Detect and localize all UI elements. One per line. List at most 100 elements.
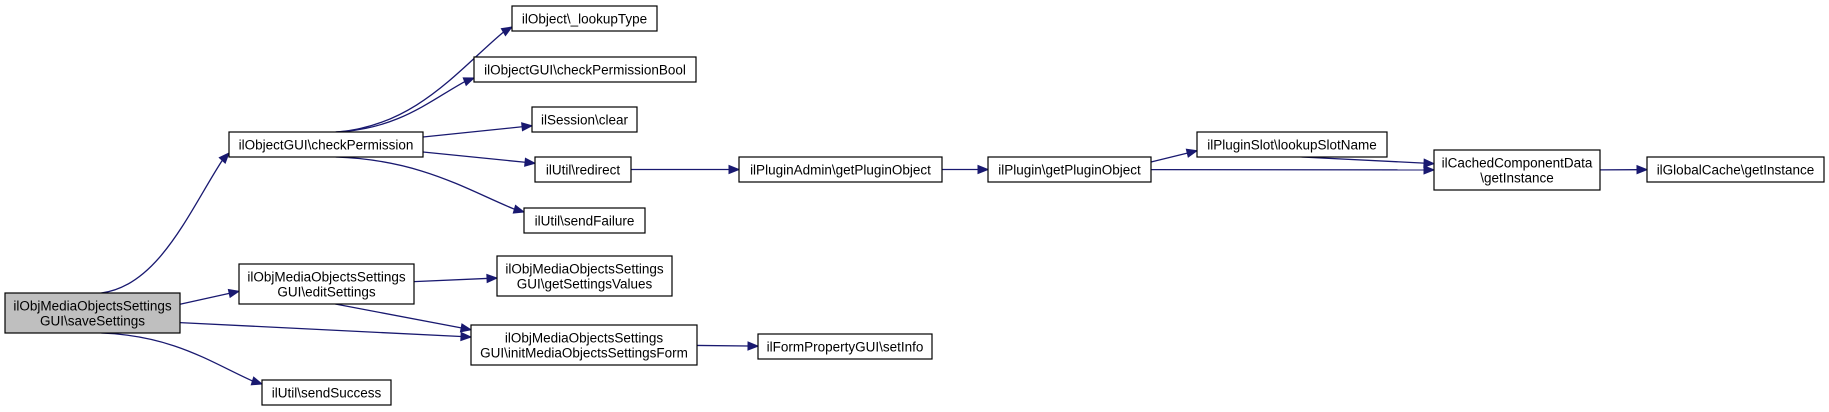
node-box[interactable] xyxy=(523,207,646,234)
arrow-head xyxy=(1636,164,1649,175)
edge-line xyxy=(1150,152,1188,163)
node-adminGetPluginObject[interactable]: ilPluginAdmin\getPluginObject xyxy=(738,156,943,183)
node-label: ilUtil\sendSuccess xyxy=(272,386,382,401)
node-label: ilObjMediaObjectsSettings xyxy=(505,262,664,277)
edge-saveSettings-to-initForm xyxy=(179,321,473,342)
edge-checkPermission-to-redirect xyxy=(422,151,537,167)
edge-editSettings-to-initForm xyxy=(335,303,473,333)
node-redirect[interactable]: ilUtil\redirect xyxy=(534,156,632,183)
edge-saveSettings-to-editSettings xyxy=(179,288,241,305)
node-lookupType[interactable]: ilObject\_lookupType xyxy=(511,5,658,32)
edge-checkPermission-to-sessionClear xyxy=(422,122,534,138)
edge-saveSettings-to-checkPermission xyxy=(101,152,230,294)
arrow-head xyxy=(521,122,534,132)
edge-adminGetPluginObject-to-pluginGetPluginObject xyxy=(942,164,990,175)
node-box[interactable] xyxy=(757,333,933,360)
edge-cachedGetInstance-to-globalCacheGetInstance xyxy=(1599,164,1649,175)
node-sendSuccess[interactable]: ilUtil\sendSuccess xyxy=(261,379,392,406)
node-label: ilObjectGUI\checkPermission xyxy=(239,138,414,153)
node-globalCacheGetInstance[interactable]: ilGlobalCache\getInstance xyxy=(1646,156,1825,183)
arrow-head xyxy=(728,164,741,175)
node-label: ilUtil\redirect xyxy=(546,163,621,178)
node-box[interactable] xyxy=(473,56,697,83)
node-saveSettings[interactable]: ilObjMediaObjectsSettingsGUI\saveSetting… xyxy=(4,292,181,334)
node-box[interactable] xyxy=(470,324,698,366)
node-label: ilUtil\sendFailure xyxy=(535,214,635,229)
node-label: GUI\getSettingsValues xyxy=(517,277,653,292)
edge-saveSettings-to-sendSuccess xyxy=(101,332,264,386)
node-label: \getInstance xyxy=(1480,171,1554,186)
edge-line xyxy=(101,332,253,382)
edge-initForm-to-setInfo xyxy=(696,341,760,351)
node-label: ilObject\_lookupType xyxy=(522,12,647,27)
node-lookupSlotName[interactable]: ilPluginSlot\lookupSlotName xyxy=(1196,131,1388,158)
edge-line xyxy=(1301,156,1425,164)
node-box[interactable] xyxy=(531,106,638,133)
edge-line xyxy=(696,344,749,347)
node-label: ilPluginAdmin\getPluginObject xyxy=(750,163,931,178)
edge-line xyxy=(179,292,230,305)
node-checkPermission[interactable]: ilObjectGUI\checkPermission xyxy=(228,131,424,158)
node-label: ilObjMediaObjectsSettings xyxy=(505,331,664,346)
node-box[interactable] xyxy=(534,156,632,183)
edge-line xyxy=(335,31,504,133)
arrow-head xyxy=(1423,158,1436,168)
node-getSettingsValues[interactable]: ilObjMediaObjectsSettingsGUI\getSettings… xyxy=(496,255,673,297)
node-box[interactable] xyxy=(238,263,415,305)
edge-lookupSlotName-to-cachedGetInstance xyxy=(1301,156,1436,168)
arrow-head xyxy=(512,204,526,214)
node-box[interactable] xyxy=(1433,149,1601,191)
node-initForm[interactable]: ilObjMediaObjectsSettingsGUI\initMediaOb… xyxy=(470,324,698,366)
node-box[interactable] xyxy=(1646,156,1825,183)
edge-redirect-to-adminGetPluginObject xyxy=(631,164,741,175)
node-box[interactable] xyxy=(987,156,1152,183)
node-cachedGetInstance[interactable]: ilCachedComponentData\getInstance xyxy=(1433,149,1601,191)
arrow-head xyxy=(459,323,473,333)
node-box[interactable] xyxy=(496,255,673,297)
edge-line xyxy=(413,277,488,283)
edge-checkPermission-to-sendFailure xyxy=(335,156,526,214)
node-box[interactable] xyxy=(511,5,658,32)
node-label: ilSession\clear xyxy=(541,113,629,128)
node-editSettings[interactable]: ilObjMediaObjectsSettingsGUI\editSetting… xyxy=(238,263,415,305)
arrow-head xyxy=(227,288,241,299)
node-pluginGetPluginObject[interactable]: ilPlugin\getPluginObject xyxy=(987,156,1152,183)
edge-line xyxy=(335,156,515,210)
node-label: ilFormPropertyGUI\setInfo xyxy=(767,340,924,355)
node-setInfo[interactable]: ilFormPropertyGUI\setInfo xyxy=(757,333,933,360)
arrow-head xyxy=(486,273,499,284)
arrow-head xyxy=(1423,165,1436,175)
arrow-head xyxy=(500,26,514,37)
node-sendFailure[interactable]: ilUtil\sendFailure xyxy=(523,207,646,234)
arrow-head xyxy=(462,77,476,87)
node-label: GUI\editSettings xyxy=(277,285,376,300)
edge-checkPermission-to-lookupType xyxy=(335,26,514,133)
edge-line xyxy=(422,151,526,163)
arrow-head xyxy=(524,157,537,167)
arrow-head xyxy=(250,376,264,386)
node-label: GUI\initMediaObjectsSettingsForm xyxy=(480,346,688,361)
node-checkPermissionBool[interactable]: ilObjectGUI\checkPermissionBool xyxy=(473,56,697,83)
node-box[interactable] xyxy=(228,131,424,158)
edges-layer xyxy=(101,26,1649,386)
node-box[interactable] xyxy=(261,379,392,406)
edge-editSettings-to-getSettingsValues xyxy=(413,273,499,284)
arrow-head xyxy=(977,164,990,175)
node-label: ilPlugin\getPluginObject xyxy=(998,163,1141,178)
node-label: GUI\saveSettings xyxy=(40,314,145,329)
node-label: ilGlobalCache\getInstance xyxy=(1657,163,1815,178)
node-label: ilObjMediaObjectsSettings xyxy=(13,299,172,314)
node-sessionClear[interactable]: ilSession\clear xyxy=(531,106,638,133)
edge-pluginGetPluginObject-to-cachedGetInstance xyxy=(1150,165,1436,175)
node-label: ilCachedComponentData xyxy=(1442,156,1593,171)
node-label: ilObjMediaObjectsSettings xyxy=(247,270,406,285)
node-box[interactable] xyxy=(4,292,181,334)
node-box[interactable] xyxy=(738,156,943,183)
edge-checkPermission-to-checkPermissionBool xyxy=(335,77,476,133)
edge-line xyxy=(422,126,523,138)
node-box[interactable] xyxy=(1196,131,1388,158)
arrow-head xyxy=(1185,148,1199,158)
arrow-head xyxy=(218,152,230,164)
edge-line xyxy=(179,321,462,338)
